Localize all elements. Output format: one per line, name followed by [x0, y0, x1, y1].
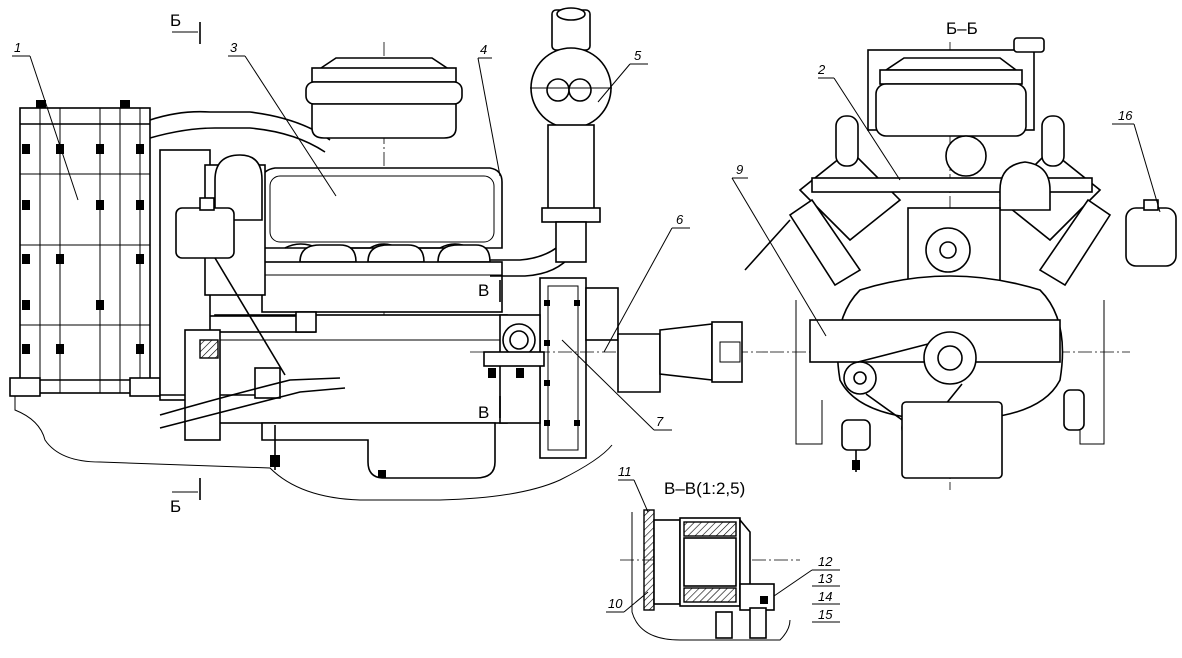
- clutch-housing: [483, 277, 587, 459]
- callout-1: 1: [12, 40, 79, 201]
- section-vv-detail: В–В(1:2,5) 10 11: [606, 464, 840, 641]
- callout-3: 3: [228, 40, 337, 197]
- section-bb-view: Б–Б: [731, 19, 1177, 490]
- section-marker-v: В В: [478, 280, 501, 422]
- callout-16: 16: [1112, 108, 1161, 213]
- callout-12-15: 12 13 14 15: [773, 554, 840, 623]
- svg-text:5: 5: [634, 48, 642, 63]
- svg-text:15: 15: [818, 607, 833, 622]
- callout-10: 10: [606, 591, 649, 613]
- svg-text:11: 11: [618, 464, 632, 479]
- side-view: Б Б: [9, 7, 768, 516]
- exhaust-pipe: [530, 7, 612, 263]
- svg-text:12: 12: [818, 554, 833, 569]
- callout-6: 6: [603, 212, 690, 353]
- section-label-b-bottom: Б: [170, 497, 181, 516]
- callout-7: 7: [561, 339, 672, 431]
- frame-outline: [14, 395, 613, 501]
- svg-text:3: 3: [230, 40, 238, 55]
- section-label-v-top: В: [478, 281, 489, 300]
- svg-text:14: 14: [818, 589, 832, 604]
- air-cleaner: [305, 42, 463, 340]
- svg-text:9: 9: [736, 162, 743, 177]
- engine-block: [159, 149, 508, 479]
- upper-coolant-pipe: [149, 110, 331, 141]
- section-label-b-top: Б: [170, 11, 181, 30]
- output-shaft: [470, 287, 768, 393]
- section-marker-b-top: Б: [170, 11, 201, 44]
- svg-text:2: 2: [817, 62, 826, 77]
- radiator: [9, 100, 161, 397]
- section-marker-b-bottom: Б: [170, 478, 201, 516]
- svg-text:10: 10: [608, 596, 623, 611]
- section-bb-title: Б–Б: [946, 19, 978, 38]
- callout-2: 2: [817, 62, 901, 181]
- svg-text:7: 7: [656, 414, 664, 429]
- callout-11: 11: [618, 464, 649, 513]
- svg-text:4: 4: [480, 42, 487, 57]
- callout-5: 5: [597, 48, 648, 103]
- svg-text:16: 16: [1118, 108, 1133, 123]
- callout-4: 4: [477, 42, 501, 177]
- callout-9: 9: [731, 162, 827, 337]
- section-label-v-bottom: В: [478, 403, 489, 422]
- svg-text:13: 13: [818, 571, 833, 586]
- svg-text:1: 1: [14, 40, 21, 55]
- svg-text:6: 6: [676, 212, 684, 227]
- section-vv-title: В–В(1:2,5): [664, 479, 745, 498]
- filter-unit: [159, 197, 346, 470]
